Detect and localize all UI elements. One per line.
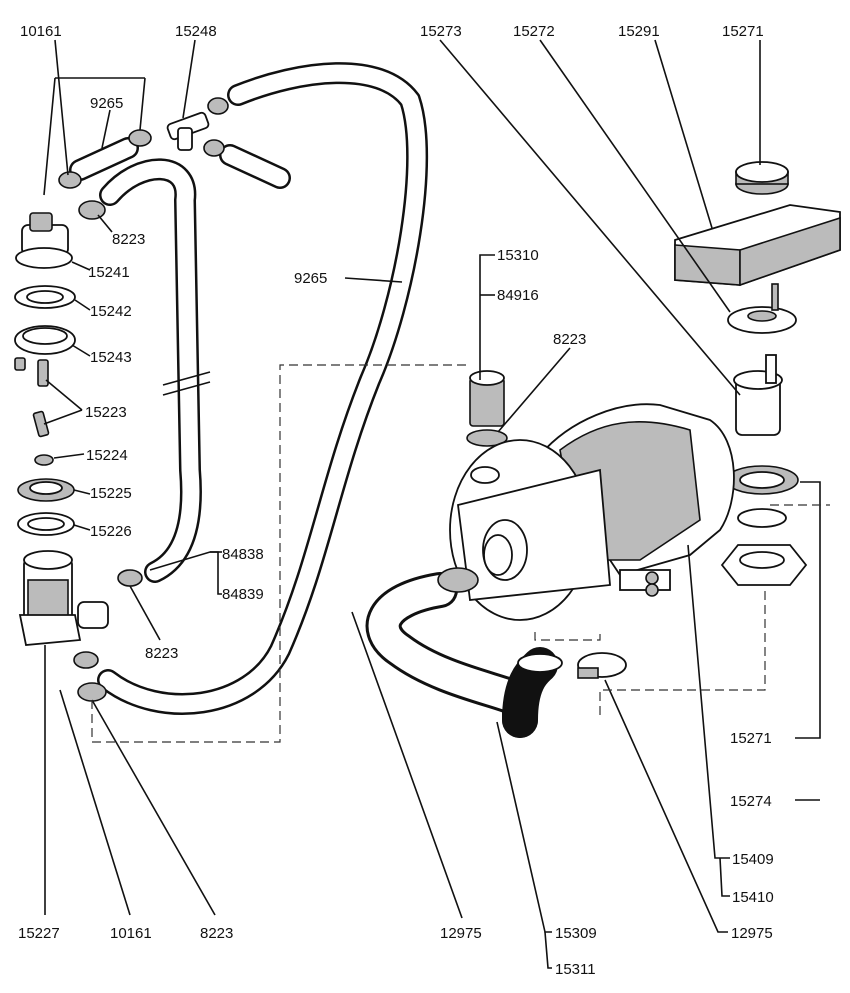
nut-15225: [17, 478, 75, 502]
ring-15226: [17, 512, 75, 536]
label-8223-bottom: 8223: [200, 925, 233, 942]
label-15309: 15309: [555, 925, 597, 942]
label-12975-left: 12975: [440, 925, 482, 942]
hose-9265-loop: [97, 62, 429, 715]
label-15223: 15223: [85, 404, 127, 421]
label-15409: 15409: [732, 851, 774, 868]
label-15227: 15227: [18, 925, 60, 942]
label-15224: 15224: [86, 447, 128, 464]
label-10161-top: 10161: [20, 23, 62, 40]
hose-84838: [99, 158, 211, 583]
clamp-12975-upper: [437, 567, 479, 593]
label-84838: 84838: [222, 546, 264, 563]
inlet-15273: [733, 354, 783, 436]
label-15311: 15311: [555, 961, 596, 978]
label-15248: 15248: [175, 23, 217, 40]
label-15271-right: 15271: [730, 730, 772, 747]
label-15310: 15310: [497, 247, 539, 264]
cap-15272: [727, 283, 797, 334]
clamp-top-1: [128, 129, 152, 147]
pump-motor: [449, 403, 735, 621]
gasket-15274: [725, 465, 799, 495]
clamp-12975-lower: [577, 652, 627, 679]
label-8223-mid: 8223: [145, 645, 178, 662]
clamp-10161-low: [73, 651, 99, 669]
label-9265-short: 9265: [90, 95, 123, 112]
label-15225: 15225: [90, 485, 132, 502]
gasket-15242: [14, 285, 76, 309]
clamp-8223-low: [77, 682, 107, 702]
flange-15243: [14, 325, 76, 355]
leader-lines: [43, 39, 821, 969]
clamp-8223-mid: [117, 569, 143, 587]
knob-15271: [735, 161, 789, 195]
label-15243: 15243: [90, 349, 132, 366]
clamp-top-2: [207, 97, 229, 115]
assembly-dashed-lines: [91, 364, 830, 743]
label-84839: 84839: [222, 586, 264, 603]
elbow-15309: [365, 572, 563, 738]
label-15272: 15272: [513, 23, 555, 40]
label-9265-loop: 9265: [294, 270, 327, 287]
hose-stub: [219, 144, 291, 189]
label-10161-bottom: 10161: [110, 925, 152, 942]
label-15291: 15291: [618, 23, 660, 40]
filter-15291: [674, 204, 841, 287]
nut-15271-lower: [720, 508, 808, 586]
label-8223-left: 8223: [112, 231, 145, 248]
fitting-15310: [466, 370, 508, 447]
clamp-top-4: [58, 171, 82, 189]
label-84916: 84916: [497, 287, 539, 304]
washer-15224: [34, 454, 54, 466]
label-15410: 15410: [732, 889, 774, 906]
label-15242: 15242: [90, 303, 132, 320]
clamp-8223-top: [78, 200, 106, 220]
label-15226: 15226: [90, 523, 132, 540]
label-15271-top: 15271: [722, 23, 764, 40]
label-15273: 15273: [420, 23, 462, 40]
housing-15227: [18, 550, 109, 646]
label-12975-right: 12975: [731, 925, 773, 942]
label-15241: 15241: [88, 264, 130, 281]
label-8223-pump: 8223: [553, 331, 586, 348]
hose-break-mark: [162, 371, 211, 386]
label-15274: 15274: [730, 793, 772, 810]
t-fitting-15248: [166, 111, 210, 151]
screws-15223: [14, 357, 50, 438]
clamp-top-3: [203, 139, 225, 157]
hose-9265-short: [69, 137, 139, 181]
valve-15241: [15, 212, 73, 269]
